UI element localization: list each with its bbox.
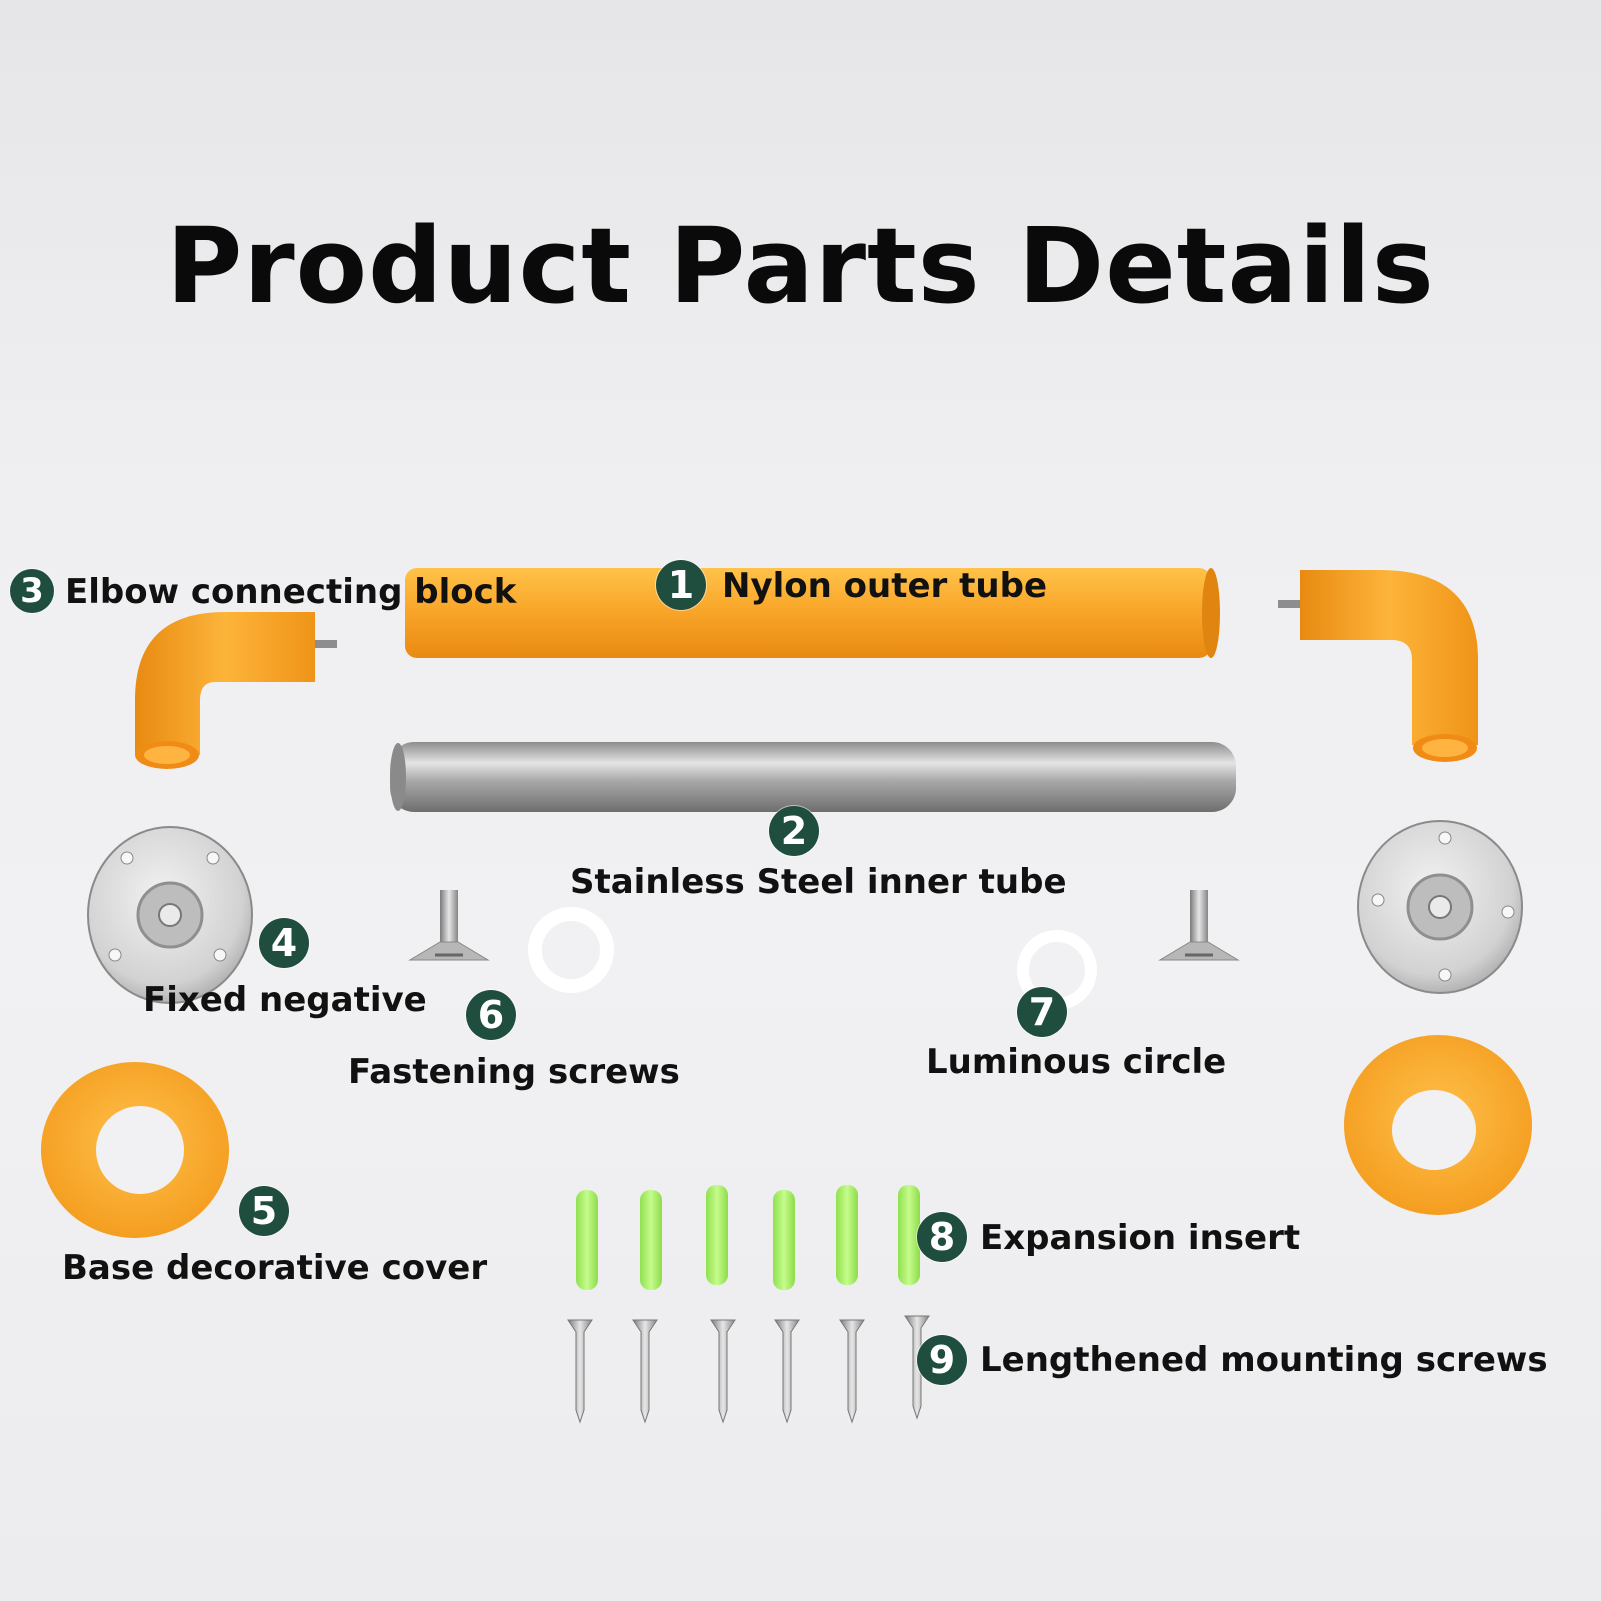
part-label-lengthened-mounting-screws: Lengthened mounting screws — [980, 1340, 1548, 1380]
part-number-badge: 6 — [466, 990, 516, 1040]
elbow-connecting-block-left — [135, 612, 337, 769]
part-number-badge: 7 — [1017, 987, 1067, 1037]
expansion-inserts — [576, 1185, 920, 1290]
fixed-negative-plate-left — [87, 826, 253, 1004]
page-title: Product Parts Details — [166, 205, 1435, 327]
luminous-circle-left — [528, 907, 614, 993]
part-label-fastening-screws: Fastening screws — [348, 1052, 680, 1092]
base-decorative-cover-right — [1344, 1035, 1532, 1215]
part-number-badge: 1 — [656, 560, 706, 610]
part-label-expansion-insert: Expansion insert — [980, 1218, 1301, 1258]
stainless-steel-inner-tube — [390, 742, 1236, 812]
part-label-nylon-outer-tube: Nylon outer tube — [722, 566, 1048, 606]
part-number-badge: 4 — [259, 918, 309, 968]
part-number-badge: 8 — [917, 1212, 967, 1262]
fastening-screw-right — [1158, 890, 1240, 961]
part-label-base-decorative-cover: Base decorative cover — [62, 1248, 488, 1288]
part-label-luminous-circle: Luminous circle — [926, 1042, 1227, 1082]
part-label-elbow-connecting-block: Elbow connecting block — [65, 572, 517, 612]
part-number-badge: 5 — [239, 1186, 289, 1236]
base-decorative-cover-left — [41, 1062, 229, 1238]
part-label-stainless-steel-inner-tube: Stainless Steel inner tube — [570, 862, 1067, 902]
elbow-connecting-block-right — [1278, 570, 1478, 762]
lengthened-mounting-screws — [567, 1315, 930, 1424]
part-number-badge: 3 — [10, 569, 54, 613]
part-label-fixed-negative: Fixed negative — [143, 980, 427, 1020]
nylon-outer-tube — [405, 568, 1220, 658]
fastening-screw-left — [408, 890, 490, 961]
part-number-badge: 9 — [917, 1335, 967, 1385]
fixed-negative-plate-right — [1357, 820, 1523, 994]
part-number-badge: 2 — [769, 806, 819, 856]
